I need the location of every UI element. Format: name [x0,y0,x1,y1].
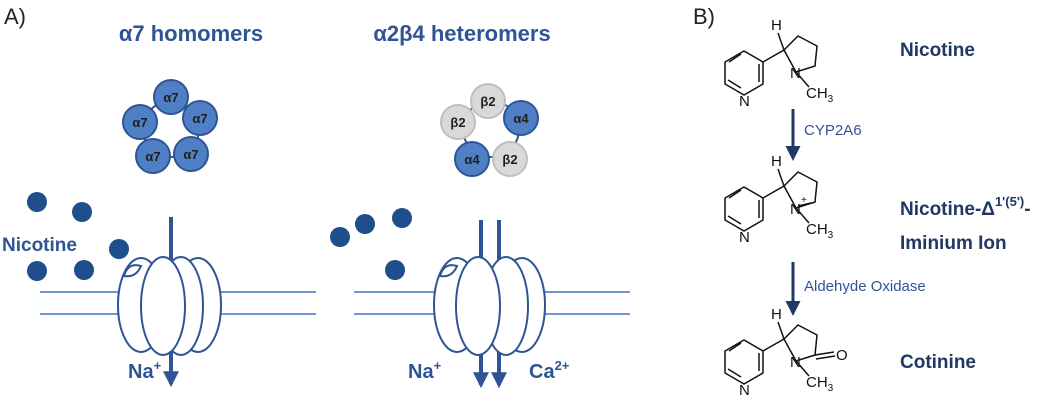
binding-pocket [438,264,459,278]
atom-o-carbonyl: O [836,347,848,364]
enzyme-aldehyde-oxidase: Aldehyde Oxidase [804,278,926,295]
nicotine-dot [27,192,47,212]
atom-h: H [771,153,782,170]
compound-iminium-line1: Nicotine-Δ1'(5')- [900,194,1031,220]
compound-nicotine: Nicotine [900,40,975,61]
subunit-label: α7 [192,111,207,126]
nicotine-dot [109,239,129,259]
methyl-group: CH3 [806,374,834,394]
atom-n-pyridine: N [739,382,750,399]
nicotine-dot [74,260,94,280]
methyl-group: CH3 [806,221,834,241]
subunit-label: α7 [145,149,160,164]
subunit-alpha7-1: α7 [153,79,189,115]
atom-n-iminium: N [790,201,801,218]
homomer-pentamer: α7 α7 α7 α7 α7 [122,79,218,174]
ion-label-ca-heteromer: Ca2+ [529,358,570,383]
subunit-beta2-1: β2 [470,83,506,119]
nicotine-dot [392,208,412,228]
panel-b-label: B) [693,4,715,29]
methyl-group: CH3 [806,85,834,105]
nicotine-dot [72,202,92,222]
panel-a-label: A) [4,4,26,29]
iminium-charge: + [801,195,807,206]
subunit-label: α7 [163,90,178,105]
binding-pocket [122,264,143,278]
subunit-alpha7-4: α7 [135,138,171,174]
heteromer-pentamer: β2 α4 β2 α4 β2 [440,83,539,177]
ion-label-na-homomer: Na+ [128,358,162,383]
subunit-alpha4-2: α4 [454,141,490,177]
atom-n-pyridine: N [739,229,750,246]
heteromer-title: α2β4 heteromers [373,21,550,46]
subunit-beta2-3: β2 [440,104,476,140]
subunit-label: β2 [450,115,465,130]
subunit-alpha7-5: α7 [122,104,158,140]
subunit-beta2-2: β2 [492,141,528,177]
subunit-label: α4 [513,111,529,126]
atom-n-pyridine: N [739,93,750,110]
nicotine-dot [355,214,375,234]
nicotine-dot [330,227,350,247]
nicotine-dot [27,261,47,281]
subunit-alpha4-1: α4 [503,100,539,136]
subunit-alpha7-3: α7 [173,136,209,172]
homomer-channel [117,217,222,388]
subunit-label: α7 [132,115,147,130]
nicotine-molecules-right [330,208,412,280]
subunit-label: β2 [502,152,517,167]
compound-cotinine: Cotinine [900,352,976,373]
homomer-title: α7 homomers [119,21,263,46]
nicotine-label: Nicotine [2,235,77,256]
atom-h: H [771,306,782,323]
subunit-label: α7 [183,147,198,162]
enzyme-cyp2a6: CYP2A6 [804,122,862,139]
iminium-structure: H N + N CH3 [724,153,834,246]
cotinine-structure: H N O N CH3 [724,306,848,399]
nicotine-dot [385,260,405,280]
ion-label-na-heteromer: Na+ [408,358,442,383]
subunit-label: β2 [480,94,495,109]
heteromer-channel [433,220,546,389]
nicotine-structure: H N N CH3 [724,17,834,110]
nicotine-molecules-left [27,192,129,281]
compound-iminium-line2: Iminium Ion [900,233,1007,254]
atom-h: H [771,17,782,34]
atom-n-ring: N [790,65,801,82]
subunit-label: α4 [464,152,480,167]
atom-n-lactam: N [790,354,801,371]
subunit-alpha7-2: α7 [182,100,218,136]
